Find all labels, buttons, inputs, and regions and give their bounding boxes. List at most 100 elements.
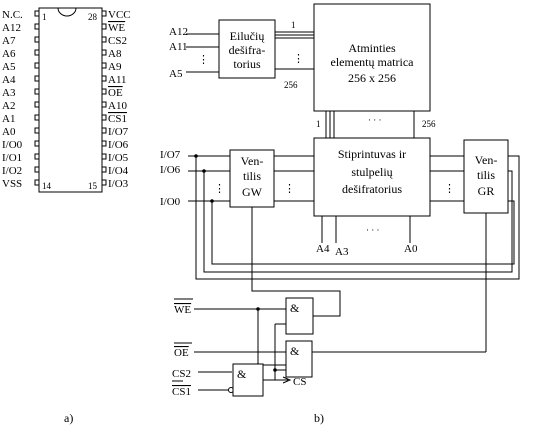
chip-pin-label: CS2 xyxy=(108,35,127,47)
and-oe-symbol: & xyxy=(290,344,300,358)
gw-line2: tilis xyxy=(243,169,261,183)
chip-pin-stub xyxy=(34,166,40,173)
chip-pin-label: A6 xyxy=(2,48,16,60)
pin-number-28: 28 xyxy=(88,12,98,22)
chip-pin-stub xyxy=(34,153,40,160)
chip-pin-stub xyxy=(101,49,107,56)
chip-pin-stub xyxy=(34,127,40,134)
row-bus-dots: ⋮ xyxy=(293,53,304,65)
row-decoder-block xyxy=(218,19,276,79)
col-addr-a0: A0 xyxy=(404,243,418,255)
gr-line3: GR xyxy=(478,184,495,198)
chip-pin-stub xyxy=(34,23,40,30)
chip-pin-label: CS1 xyxy=(108,113,127,125)
amp-line3: dešifratorius xyxy=(342,182,402,196)
row-decoder-line1: Eilučių xyxy=(230,29,265,43)
chip-pin-label: A9 xyxy=(108,61,122,73)
col-addr-a3: A3 xyxy=(335,246,349,258)
amp-line1: Stiprintuvas ir xyxy=(338,147,406,161)
cs-out-label: CS xyxy=(293,376,306,388)
chip-pin-stub xyxy=(101,114,107,121)
matrix-line1: Atminties xyxy=(348,41,396,55)
row-decoder-line2: dešifra- xyxy=(229,43,266,57)
addr-a5-label: A5 xyxy=(169,68,183,80)
chip-pin-stub xyxy=(101,36,107,43)
chip-pin-label: I/O2 xyxy=(2,165,22,177)
chip-pin-stub xyxy=(34,36,40,43)
and-gate-oe xyxy=(285,340,313,378)
chip-pin-label: A8 xyxy=(108,48,122,60)
io7-label: I/O7 xyxy=(160,149,181,161)
chip-pin-label: N.C. xyxy=(2,9,23,21)
chip-pin-label: A7 xyxy=(2,35,16,47)
chip-pin-label: OE xyxy=(108,87,123,99)
and-gate-we xyxy=(285,297,314,335)
row-bus-count-256: 256 xyxy=(284,80,298,90)
col-bus-count-1: 1 xyxy=(316,119,321,129)
block-diagram: A12 A11 A5 ⋮ Eilučių dešifra- torius 1 ⋮… xyxy=(160,3,520,425)
caption-b: b) xyxy=(314,411,324,425)
chip-pin-label: A2 xyxy=(2,100,15,112)
gw-line1: Ven- xyxy=(241,154,264,168)
chip-pin-label: I/O1 xyxy=(2,152,22,164)
chip-pin-stub xyxy=(101,88,107,95)
chip-pin-label: WE xyxy=(108,22,125,34)
chip-body xyxy=(38,7,103,193)
chip-pin-label: I/O0 xyxy=(2,139,23,151)
gw-amp-dots: ⋮ xyxy=(284,183,295,195)
chip-pin-label: A1 xyxy=(2,113,15,125)
amp-gr-dots: ⋮ xyxy=(444,183,455,195)
chip-pin-label: VCC xyxy=(108,9,131,21)
col-bus-dots: · · · xyxy=(368,115,382,125)
chip-pin-label: A3 xyxy=(2,87,16,99)
chip-pin-label: I/O6 xyxy=(108,139,129,151)
sense-amp-block xyxy=(313,137,431,217)
chip-pin-stub xyxy=(101,153,107,160)
chip-pin-stub xyxy=(101,101,107,108)
chip-pinout: 1 28 14 15 N.C.A12A7A6A5A4A3A2A1A0I/O0I/… xyxy=(2,7,131,425)
chip-pin-label: A4 xyxy=(2,74,16,86)
chip-pin-stub xyxy=(34,88,40,95)
chip-pin-stub xyxy=(101,140,107,147)
io6-label: I/O6 xyxy=(160,164,181,176)
chip-pin-stub xyxy=(101,127,107,134)
chip-pin-label: A11 xyxy=(108,74,127,86)
chip-pin-stub xyxy=(34,140,40,147)
chip-pin-stub xyxy=(34,75,40,82)
caption-a: a) xyxy=(64,411,73,425)
gw-line3: GW xyxy=(242,185,263,199)
chip-pin-stub xyxy=(101,23,107,30)
oe-text: OE xyxy=(174,347,189,359)
chip-pin-label: I/O5 xyxy=(108,152,129,164)
row-bus-count-1: 1 xyxy=(291,20,296,30)
memory-matrix-block xyxy=(313,3,431,112)
chip-pin-stub xyxy=(101,10,107,17)
chip-pin-label: I/O3 xyxy=(108,178,129,190)
row-decoder-line3: torius xyxy=(233,57,261,71)
chip-pin-stub xyxy=(101,179,107,186)
chip-pin-stub xyxy=(34,10,40,17)
and-we-symbol: & xyxy=(290,301,300,315)
chip-notch xyxy=(57,7,77,17)
and-gate-cs xyxy=(232,363,264,397)
chip-pin-label: I/O4 xyxy=(108,165,129,177)
cs1-label: CS1 xyxy=(172,386,191,398)
chip-pin-stub xyxy=(101,62,107,69)
pin-number-14: 14 xyxy=(42,181,52,191)
gr-line2: tilis xyxy=(477,168,495,182)
chip-pin-stub xyxy=(34,114,40,121)
chip-pin-stub xyxy=(34,49,40,56)
amp-line2: stulpelių xyxy=(351,165,392,179)
col-addr-a4: A4 xyxy=(316,243,330,255)
and-cs-symbol: & xyxy=(237,367,247,381)
we-text: WE xyxy=(174,304,191,316)
cs2-label: CS2 xyxy=(172,368,191,380)
addr-a11-label: A11 xyxy=(169,41,188,53)
addr-dots: ⋮ xyxy=(198,54,209,66)
chip-pin-label: I/O7 xyxy=(108,126,129,138)
io0-label: I/O0 xyxy=(160,196,181,208)
pin-number-1: 1 xyxy=(42,12,47,22)
chip-pin-stub xyxy=(101,166,107,173)
we-label: WE xyxy=(174,304,191,316)
